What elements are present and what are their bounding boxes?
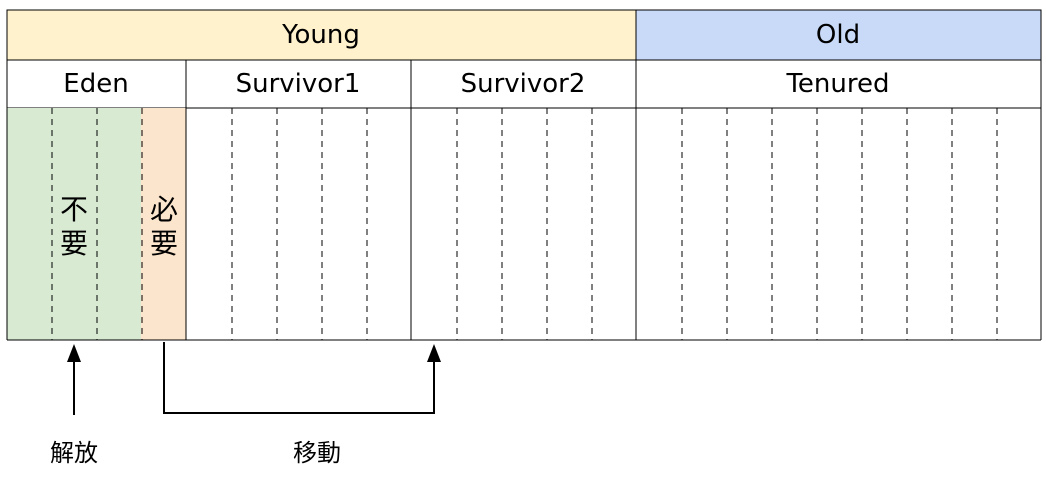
needed-region xyxy=(141,108,186,340)
tenured-header xyxy=(635,59,1042,109)
old-header xyxy=(635,9,1042,61)
body-borders xyxy=(6,108,1042,341)
eden-header xyxy=(6,59,187,109)
release-label: 解放 xyxy=(50,439,98,467)
cell-dividers xyxy=(51,108,998,340)
release-arrow xyxy=(67,344,81,415)
young-header xyxy=(6,9,637,61)
tenured-label: Tenured xyxy=(785,69,889,99)
survivor2-label: Survivor2 xyxy=(461,69,586,99)
needed-char-1: 必 xyxy=(150,193,178,226)
move-label: 移動 xyxy=(293,439,341,467)
survivor1-label: Survivor1 xyxy=(236,69,361,99)
unneeded-region xyxy=(7,108,141,340)
young-label: Young xyxy=(281,20,360,50)
move-arrow xyxy=(163,342,441,414)
unneeded-char-1: 不 xyxy=(60,193,88,226)
unneeded-char-2: 要 xyxy=(60,227,88,260)
survivor1-header xyxy=(185,59,412,109)
old-label: Old xyxy=(816,20,860,50)
needed-char-2: 要 xyxy=(150,227,178,260)
eden-label: Eden xyxy=(63,69,128,99)
survivor2-header xyxy=(410,59,637,109)
